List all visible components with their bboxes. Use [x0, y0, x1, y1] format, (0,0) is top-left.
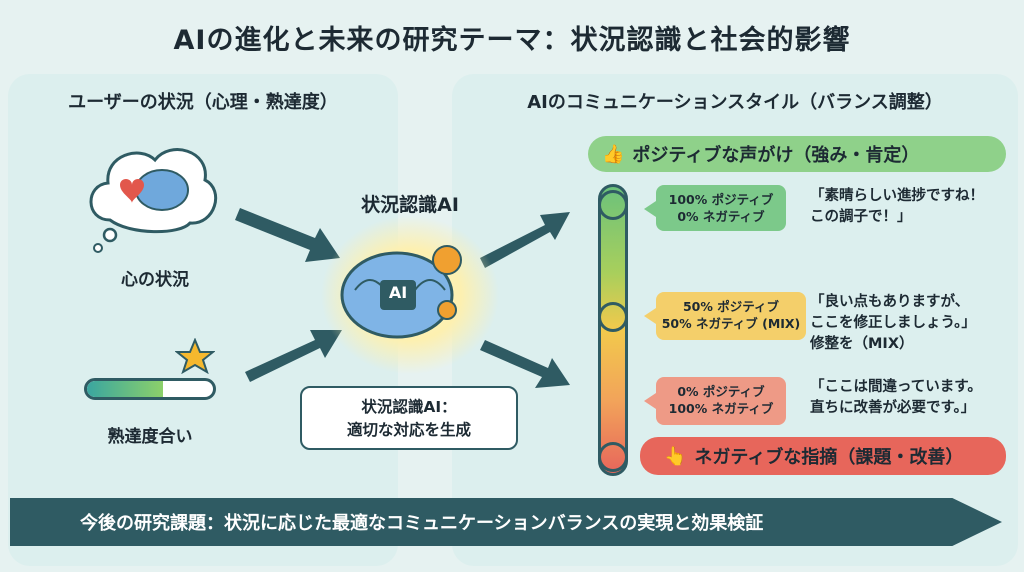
user-situation-header: ユーザーの状況（心理・熟達度）: [68, 92, 338, 113]
level-bubble-negative: 0% ポジティブ 100% ネガティブ: [644, 377, 786, 425]
banner-text: 今後の研究課題：状況に応じた最適なコミュニケーションバランスの実現と効果検証: [80, 513, 764, 534]
bubble-line: 0% ネガティブ: [677, 209, 765, 224]
pointing-hand-icon: 👆: [664, 445, 687, 467]
star-icon: [175, 338, 215, 374]
level-marker: [598, 302, 628, 332]
thought-cloud-brain-icon: [89, 148, 218, 253]
page-title: AIの進化と未来の研究テーマ：状況認識と社会的影響: [173, 25, 851, 56]
skill-progress-fill: [87, 381, 163, 397]
quote-negative: 「ここは間違っています。 直ちに改善が必要です。」: [810, 379, 982, 416]
arrow-icon: [245, 330, 342, 382]
level-marker: [598, 190, 628, 220]
arrow-icon: [235, 208, 340, 262]
communication-style-header: AIのコミュニケーションスタイル（バランス調整）: [527, 92, 943, 113]
thumbs-up-icon: 👍: [602, 143, 625, 165]
ai-callout: 状況認識AI： 適切な対応を生成: [300, 386, 518, 450]
skill-progress-bar: [84, 378, 216, 400]
level-bubble-mix: 50% ポジティブ 50% ネガティブ (MIX): [644, 292, 806, 340]
bubble-line: 50% ネガティブ (MIX): [661, 316, 801, 331]
bubble-line: 100% ポジティブ: [668, 192, 774, 207]
bubble-line: 0% ポジティブ: [677, 384, 765, 399]
positive-pill-label: ポジティブな声がけ（強み・肯定）: [632, 145, 920, 166]
bubble-line: 100% ネガティブ: [668, 401, 774, 416]
arrow-icon: [480, 212, 570, 268]
negative-pill-label: ネガティブな指摘（課題・改善）: [694, 447, 964, 468]
ai-brain-icon: [340, 245, 462, 339]
flow-arrows: [235, 208, 570, 388]
level-bubble-positive: 100% ポジティブ 0% ネガティブ: [644, 185, 786, 231]
research-theme-banner: 今後の研究課題：状況に応じた最適なコミュニケーションバランスの実現と効果検証: [10, 498, 1002, 546]
ai-chip-label: AI: [388, 283, 408, 302]
arrow-icon: [480, 340, 570, 388]
bubble-line: 50% ポジティブ: [682, 299, 780, 314]
ai-label: 状況認識AI: [361, 194, 459, 216]
level-marker: [598, 442, 628, 472]
quote-mix: 「良い点もありますが、 ここを修正しましょう。」 修整を（MIX）: [810, 294, 976, 352]
positive-feedback-pill: 👍 ポジティブな声がけ（強み・肯定）: [588, 136, 1006, 172]
skill-level-label: 熟達度合い: [107, 427, 193, 447]
quote-positive: 「素晴らしい進捗ですね！ この調子で！」: [810, 188, 984, 225]
negative-feedback-pill: 👆 ネガティブな指摘（課題・改善）: [640, 437, 1006, 475]
mind-state-label: 心の状況: [121, 270, 189, 290]
